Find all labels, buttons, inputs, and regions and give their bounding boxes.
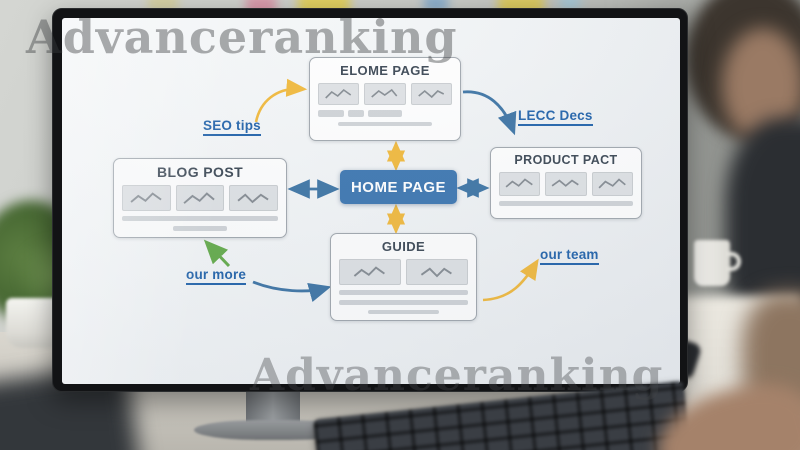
monitor-stand-neck: [246, 388, 300, 426]
home-page-button[interactable]: HOME PAGE: [340, 170, 457, 204]
wireframe-thumbnails: [499, 172, 633, 196]
sticky-note-cyan: [560, 0, 580, 10]
coffee-cup-handle: [727, 252, 741, 271]
thumbnail-chart-icon: [545, 172, 587, 196]
wireframe-bar: [173, 226, 227, 231]
thumbnail-chart-icon: [410, 83, 452, 105]
diagram-node-blog-post: BLOG POST: [113, 158, 287, 238]
wireframe-bar: [338, 122, 432, 126]
wireframe-thumbnails: [339, 259, 468, 285]
wireframe-bar: [368, 110, 402, 117]
wireframe-bar: [348, 110, 364, 117]
arrow-top-to-lecc: [462, 90, 517, 136]
link-lecc-decs[interactable]: LECC Decs: [518, 108, 593, 126]
thumbnail-chart-icon: [175, 185, 225, 211]
person-shoulder: [726, 118, 800, 308]
wireframe-bar: [368, 310, 439, 314]
monitor: ELOME PAGE BLOG POST: [52, 8, 688, 392]
arrow-more-to-guide: [252, 280, 332, 302]
node-title: GUIDE: [381, 239, 426, 254]
wireframe-thumbnails: [318, 83, 452, 105]
link-our-more[interactable]: our more: [186, 267, 247, 285]
node-title: ELOME PAGE: [340, 63, 430, 78]
thumbnail-chart-icon: [122, 185, 171, 211]
thumbnail-chart-icon: [229, 185, 279, 211]
node-title: BLOG POST: [156, 164, 244, 180]
thumbnail-chart-icon: [499, 172, 541, 196]
coffee-cup: [694, 240, 730, 286]
wireframe-bar: [339, 300, 468, 305]
arrow-seo-to-top: [254, 78, 308, 123]
diagram-arrows: [203, 78, 539, 302]
thumbnail-chart-icon: [364, 83, 406, 105]
wireframe-bar: [339, 290, 468, 295]
wireframe-bar: [499, 201, 633, 206]
thumbnail-chart-icon: [591, 172, 633, 196]
wireframe-bar: [318, 110, 344, 117]
arrow-guide-to-team: [482, 258, 539, 302]
arrow-green-to-blog: [203, 239, 231, 268]
thumbnail-chart-icon: [406, 259, 468, 285]
thumbnail-chart-icon: [318, 83, 360, 105]
wireframe-bar: [122, 216, 278, 222]
monitor-screen: ELOME PAGE BLOG POST: [62, 18, 680, 384]
node-title: PRODUCT PACT: [514, 153, 618, 167]
link-our-team[interactable]: our team: [540, 247, 599, 265]
diagram-node-guide: GUIDE: [330, 233, 477, 321]
wireframe-thumbnails: [122, 185, 279, 211]
link-seo-tips[interactable]: SEO tips: [203, 118, 261, 136]
diagram-node-product-page: PRODUCT PACT: [490, 147, 642, 219]
wireframe-text-row: [318, 110, 452, 117]
thumbnail-chart-icon: [339, 259, 401, 285]
diagram-node-top-page: ELOME PAGE: [309, 57, 461, 141]
